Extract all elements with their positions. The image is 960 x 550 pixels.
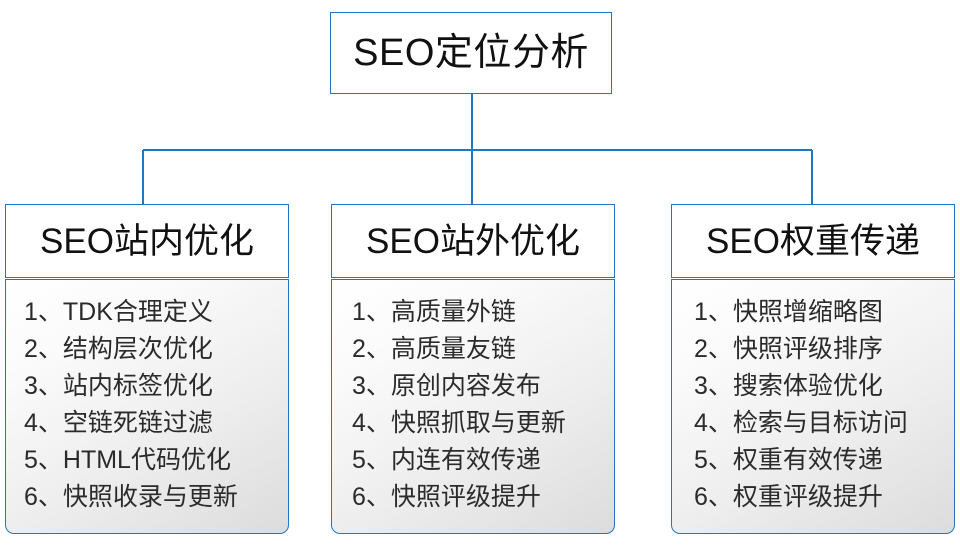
list-item-label: 快照抓取与更新 (390, 409, 566, 437)
branch-column-seo-weight: SEO权重传递 1、快照增缩略图 2、快照评级排序 3、搜索体验优化 4、检索与… (671, 204, 955, 534)
list-item: 2、高质量友链 (352, 331, 614, 368)
list-item-index: 4、 (694, 409, 733, 437)
list-item-label: 内连有效传递 (390, 446, 541, 474)
column-body-seo-onsite: 1、TDK合理定义 2、结构层次优化 3、站内标签优化 4、空链死链过滤 5、H… (5, 279, 289, 534)
list-item: 1、高质量外链 (352, 294, 614, 331)
column-header-label: SEO站外优化 (366, 221, 580, 261)
list-item-index: 4、 (24, 409, 63, 437)
list-item-label: 快照评级提升 (390, 483, 541, 511)
root-title-box: SEO定位分析 (330, 12, 612, 94)
list-item: 4、检索与目标访问 (694, 405, 954, 442)
list-item-label: 结构层次优化 (62, 335, 213, 363)
list-item-index: 5、 (694, 446, 733, 474)
list-item-label: 权重评级提升 (732, 483, 883, 511)
list-item-label: 站内标签优化 (62, 372, 213, 400)
list-item-index: 2、 (694, 335, 733, 363)
column-body-seo-offsite: 1、高质量外链 2、高质量友链 3、原创内容发布 4、快照抓取与更新 5、内连有… (331, 279, 615, 534)
list-item-index: 1、 (24, 298, 63, 326)
list-item-label: 原创内容发布 (390, 372, 541, 400)
list-item-label: 权重有效传递 (732, 446, 883, 474)
list-item-index: 2、 (24, 335, 63, 363)
list-item-label: 快照增缩略图 (732, 298, 883, 326)
list-item-label: TDK合理定义 (62, 298, 213, 326)
list-item: 5、内连有效传递 (352, 442, 614, 479)
item-list-seo-weight: 1、快照增缩略图 2、快照评级排序 3、搜索体验优化 4、检索与目标访问 5、权… (694, 294, 954, 516)
column-header-label: SEO权重传递 (706, 221, 920, 261)
list-item-label: HTML代码优化 (62, 446, 231, 474)
column-body-seo-weight: 1、快照增缩略图 2、快照评级排序 3、搜索体验优化 4、检索与目标访问 5、权… (671, 279, 955, 534)
list-item: 3、原创内容发布 (352, 368, 614, 405)
list-item-index: 2、 (352, 335, 391, 363)
list-item: 2、快照评级排序 (694, 331, 954, 368)
list-item: 5、权重有效传递 (694, 442, 954, 479)
branch-column-seo-offsite: SEO站外优化 1、高质量外链 2、高质量友链 3、原创内容发布 4、快照抓取与… (331, 204, 615, 534)
item-list-seo-onsite: 1、TDK合理定义 2、结构层次优化 3、站内标签优化 4、空链死链过滤 5、H… (24, 294, 288, 516)
list-item-label: 快照收录与更新 (62, 483, 238, 511)
list-item: 3、搜索体验优化 (694, 368, 954, 405)
list-item-index: 1、 (694, 298, 733, 326)
list-item-index: 1、 (352, 298, 391, 326)
list-item: 2、结构层次优化 (24, 331, 288, 368)
item-list-seo-offsite: 1、高质量外链 2、高质量友链 3、原创内容发布 4、快照抓取与更新 5、内连有… (352, 294, 614, 516)
list-item: 6、权重评级提升 (694, 479, 954, 516)
list-item: 4、空链死链过滤 (24, 405, 288, 442)
list-item-index: 3、 (694, 372, 733, 400)
list-item-index: 5、 (24, 446, 63, 474)
column-header-seo-onsite: SEO站内优化 (5, 204, 289, 278)
list-item-index: 6、 (352, 483, 391, 511)
list-item: 6、快照收录与更新 (24, 479, 288, 516)
list-item-label: 快照评级排序 (732, 335, 883, 363)
list-item-label: 高质量友链 (390, 335, 516, 363)
list-item-index: 3、 (24, 372, 63, 400)
list-item: 4、快照抓取与更新 (352, 405, 614, 442)
list-item: 6、快照评级提升 (352, 479, 614, 516)
list-item-label: 空链死链过滤 (62, 409, 213, 437)
list-item: 1、TDK合理定义 (24, 294, 288, 331)
list-item-index: 3、 (352, 372, 391, 400)
column-header-seo-weight: SEO权重传递 (671, 204, 955, 278)
list-item-index: 4、 (352, 409, 391, 437)
page-title: SEO定位分析 (353, 32, 589, 74)
list-item: 1、快照增缩略图 (694, 294, 954, 331)
column-header-seo-offsite: SEO站外优化 (331, 204, 615, 278)
list-item: 5、HTML代码优化 (24, 442, 288, 479)
list-item-label: 高质量外链 (390, 298, 516, 326)
branch-column-seo-onsite: SEO站内优化 1、TDK合理定义 2、结构层次优化 3、站内标签优化 4、空链… (5, 204, 289, 534)
column-header-label: SEO站内优化 (40, 221, 254, 261)
list-item: 3、站内标签优化 (24, 368, 288, 405)
list-item-index: 6、 (694, 483, 733, 511)
list-item-index: 6、 (24, 483, 63, 511)
list-item-label: 检索与目标访问 (732, 409, 908, 437)
list-item-label: 搜索体验优化 (732, 372, 883, 400)
list-item-index: 5、 (352, 446, 391, 474)
